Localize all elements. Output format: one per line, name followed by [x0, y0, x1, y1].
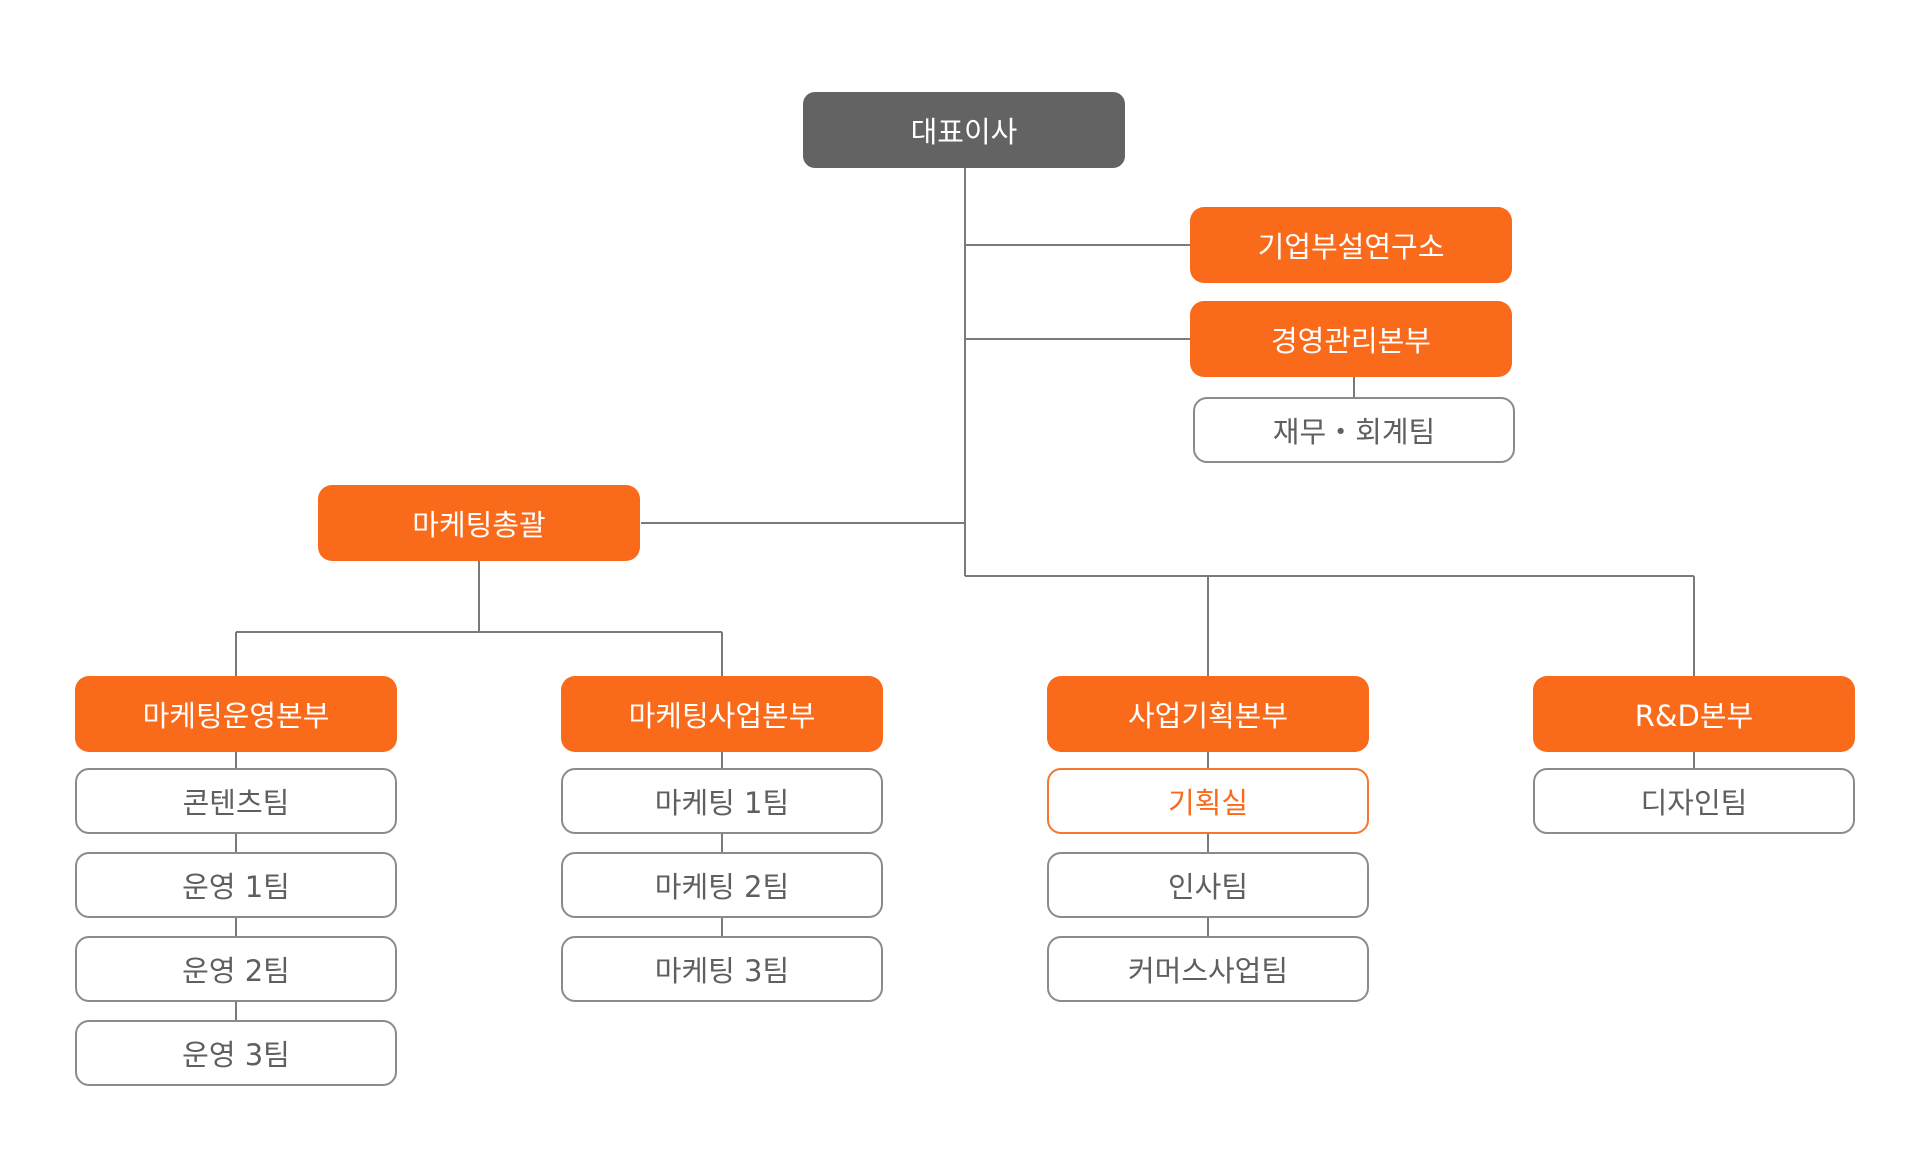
management-division-label: 경영관리본부: [1270, 324, 1432, 358]
biz-division-label: 마케팅사업본부: [628, 699, 816, 733]
ops-team-box: 운영 1팀: [75, 852, 397, 918]
ceo-box: 대표이사: [803, 92, 1125, 168]
biz-team-label: 마케팅 3팀: [654, 954, 790, 988]
biz-team-label: 마케팅 2팀: [654, 870, 790, 904]
rnd-division-box: R&D본부: [1533, 676, 1855, 752]
ops-team-box: 운영 3팀: [75, 1020, 397, 1086]
biz-team-box: 마케팅 1팀: [561, 768, 883, 834]
planning-division-label: 사업기획본부: [1127, 699, 1289, 733]
marketing-general-box: 마케팅총괄: [318, 485, 640, 561]
biz-division-box: 마케팅사업본부: [561, 676, 883, 752]
planning-team-label: 커머스사업팀: [1127, 954, 1289, 988]
research-lab-box: 기업부설연구소: [1190, 207, 1512, 283]
ops-division-label: 마케팅운영본부: [142, 699, 330, 733]
rnd-team-label: 디자인팀: [1640, 786, 1748, 820]
ops-team-label: 콘텐츠팀: [182, 786, 290, 820]
planning-team-label: 인사팀: [1167, 870, 1249, 904]
ops-team-box: 운영 2팀: [75, 936, 397, 1002]
management-division-box: 경영관리본부: [1190, 301, 1512, 377]
rnd-team-box: 디자인팀: [1533, 768, 1855, 834]
biz-team-box: 마케팅 3팀: [561, 936, 883, 1002]
ops-team-box: 콘텐츠팀: [75, 768, 397, 834]
research-lab-label: 기업부설연구소: [1257, 230, 1445, 264]
ops-team-label: 운영 2팀: [182, 954, 290, 988]
ops-team-label: 운영 3팀: [182, 1038, 290, 1072]
marketing-general-label: 마케팅총괄: [412, 508, 546, 542]
biz-team-box: 마케팅 2팀: [561, 852, 883, 918]
planning-division-box: 사업기획본부: [1047, 676, 1369, 752]
planning-team-box: 커머스사업팀: [1047, 936, 1369, 1002]
biz-team-label: 마케팅 1팀: [654, 786, 790, 820]
planning-office-label: 기획실: [1167, 786, 1249, 820]
finance-accounting-team-box: 재무・회계팀: [1193, 397, 1515, 463]
ops-division-box: 마케팅운영본부: [75, 676, 397, 752]
rnd-division-label: R&D본부: [1634, 699, 1754, 733]
planning-office-box-highlighted: 기획실: [1047, 768, 1369, 834]
ops-team-label: 운영 1팀: [182, 870, 290, 904]
ceo-label: 대표이사: [910, 115, 1018, 149]
planning-team-box: 인사팀: [1047, 852, 1369, 918]
finance-accounting-team-label: 재무・회계팀: [1272, 415, 1436, 449]
